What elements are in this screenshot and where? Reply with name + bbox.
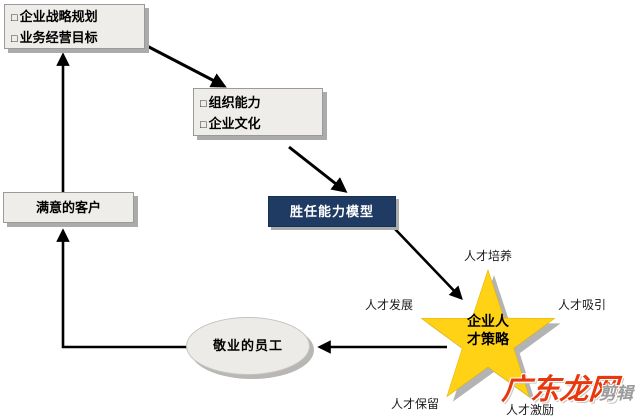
org-capability-box: □组织能力 □企业文化 <box>193 88 323 136</box>
strategy-line-1: □企业战略规划 <box>5 7 144 28</box>
org-line-1: □组织能力 <box>194 93 322 114</box>
strategy-line-2: □业务经营目标 <box>5 28 144 49</box>
org-line-2: □企业文化 <box>194 114 322 135</box>
arrow-competency-to-star <box>394 228 463 300</box>
square-bullet-icon: □ <box>11 33 18 45</box>
square-bullet-icon: □ <box>11 12 18 24</box>
engaged-employees-ellipse: 敬业的员工 <box>186 317 310 375</box>
satisfied-customers-box: 满意的客户 <box>3 192 134 223</box>
label-talent-attraction: 人才吸引 <box>558 298 607 312</box>
arrow-employees-to-customers <box>56 228 188 349</box>
org-line-1-text: 组织能力 <box>208 95 261 110</box>
strategy-line-2-text: 业务经营目标 <box>19 30 98 45</box>
strategy-line-1-text: 企业战略规划 <box>19 9 98 24</box>
org-line-2-text: 企业文化 <box>208 116 261 131</box>
arrow-strategy-to-org <box>146 44 227 88</box>
strategy-box: □企业战略规划 □业务经营目标 <box>4 4 145 49</box>
star-shape <box>420 269 556 398</box>
competency-model-box: 胜任能力模型 <box>268 196 396 227</box>
label-talent-motivation: 人才激励 <box>506 403 555 417</box>
label-talent-cultivation: 人才培养 <box>464 249 513 263</box>
label-talent-development: 人才发展 <box>365 298 414 312</box>
label-talent-retention: 人才保留 <box>391 397 440 411</box>
star-title-line-1: 企业人 <box>467 313 509 329</box>
square-bullet-icon: □ <box>200 119 207 131</box>
star-title-line-2: 才策略 <box>467 331 509 347</box>
star-title: 企业人 才策略 <box>448 312 528 348</box>
arrow-org-to-competency <box>288 145 348 193</box>
square-bullet-icon: □ <box>200 98 207 110</box>
